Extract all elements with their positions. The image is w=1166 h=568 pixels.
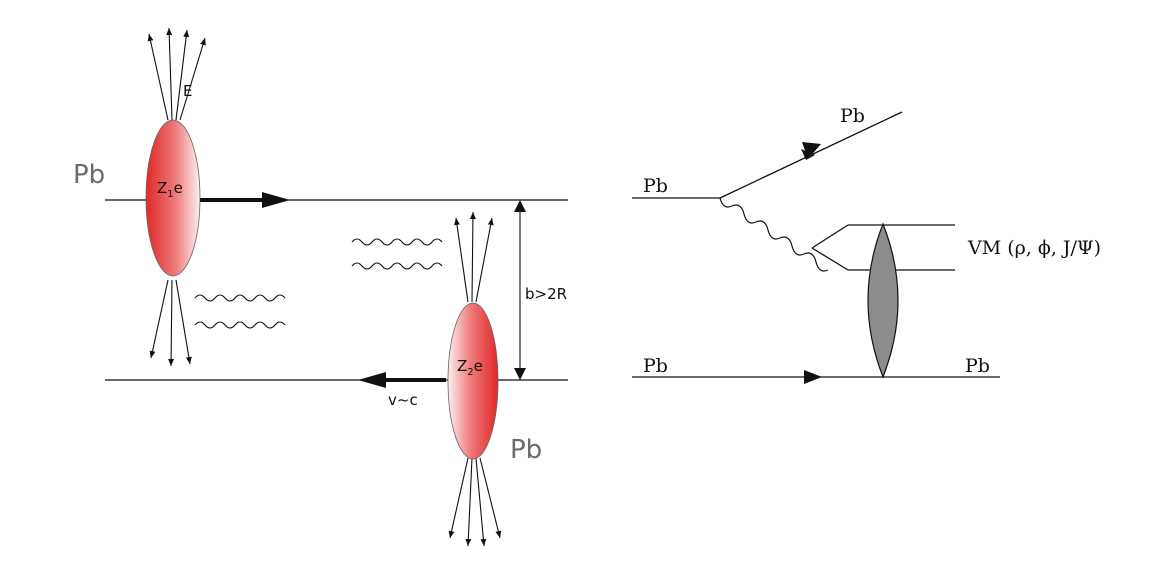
pb-label-left: Pb xyxy=(73,160,105,190)
motion-arrow-left-head xyxy=(358,372,386,388)
nucleus-2 xyxy=(447,302,499,460)
impact-parameter-label: b>2R xyxy=(525,285,567,303)
pb-incoming-top: Pb xyxy=(643,175,668,197)
field-label: E xyxy=(183,82,192,100)
photon-waves xyxy=(194,238,443,329)
motion-arrow-right-head xyxy=(262,192,290,208)
right-diagram: Pb Pb VM (ρ, ϕ, J/Ψ) Pb Pb xyxy=(632,105,1101,384)
velocity-label: v~c xyxy=(388,391,418,409)
pb-label-right: Pb xyxy=(510,435,542,465)
pb-outgoing-top: Pb xyxy=(840,105,865,127)
nucleus-1-label: Z1e xyxy=(157,179,183,200)
vm-label: VM (ρ, ϕ, J/Ψ) xyxy=(967,237,1101,259)
vm-line-lower-join xyxy=(811,247,849,271)
photon-propagator xyxy=(719,197,829,272)
nucleus-2-label: Z2e xyxy=(457,357,483,378)
impact-arrow-head-down xyxy=(514,368,526,380)
vm-line-upper-join xyxy=(811,224,849,249)
field-lines-nucleus2-bottom xyxy=(448,457,502,547)
pomeron-blob xyxy=(867,222,899,379)
pb-outgoing-bottom: Pb xyxy=(965,355,990,377)
field-lines-nucleus2-top xyxy=(454,211,494,303)
field-lines-nucleus1-bottom xyxy=(149,279,192,367)
left-diagram: Z1e E Pb Z2e Pb xyxy=(73,27,568,547)
pb-bottom-arrowhead xyxy=(804,370,822,384)
pb-incoming-bottom: Pb xyxy=(643,355,668,377)
pb-outgoing-top-arrowhead xyxy=(802,142,821,159)
field-lines-nucleus1-top xyxy=(147,27,206,121)
impact-arrow-head-up xyxy=(514,200,526,212)
